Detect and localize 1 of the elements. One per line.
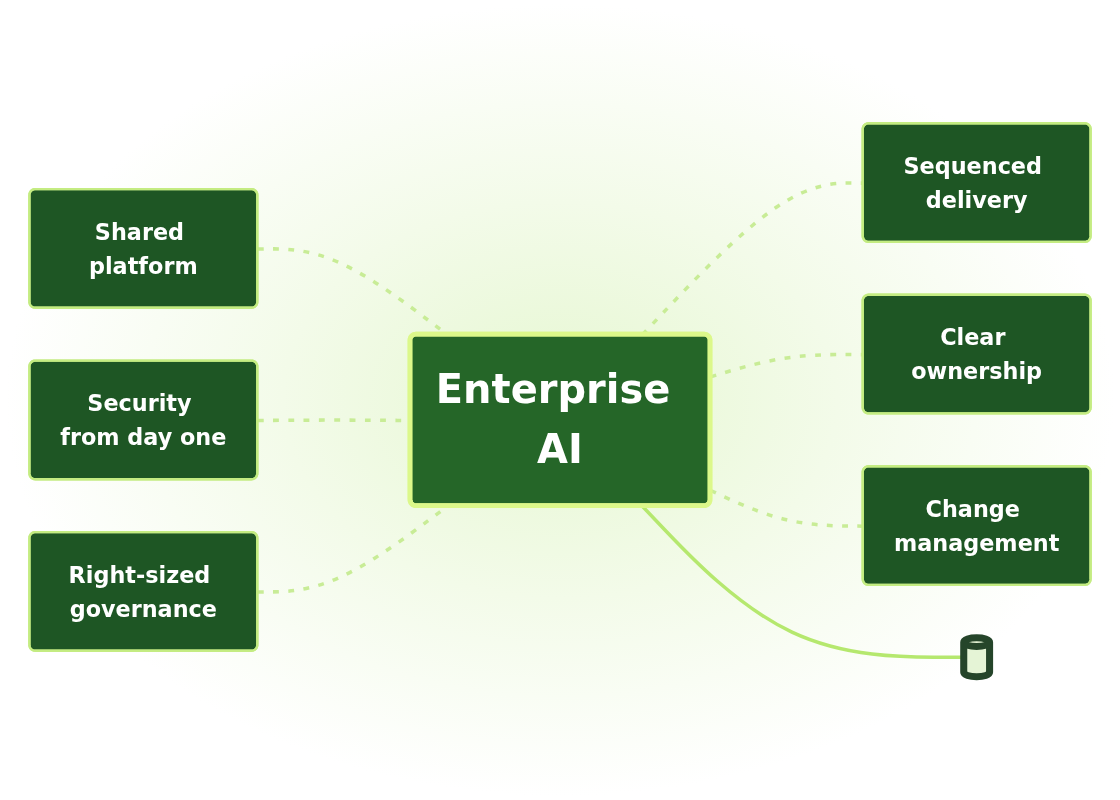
node-cylinder xyxy=(960,634,994,681)
